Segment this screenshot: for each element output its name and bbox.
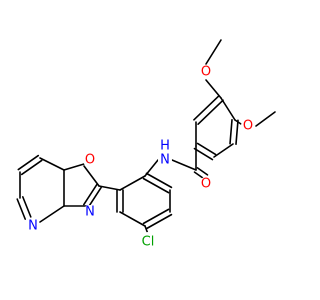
bond-aryl-oxazole <box>98 185 121 191</box>
atom-pyridine-nitrogen: N <box>26 219 40 234</box>
bond-layer <box>16 39 276 235</box>
bond-oxazole-c2-n-double <box>87 186 102 209</box>
bond-ring-middle <box>119 175 146 191</box>
bond-oxazole-c2-o <box>83 165 100 187</box>
bond-ring-middle-double <box>142 208 170 225</box>
atom-methoxy-top-oxygen: O <box>199 65 213 80</box>
bond-pyridine-double <box>20 159 43 176</box>
bond-ring-top-double <box>193 95 220 121</box>
atom-carbonyl-oxygen: O <box>199 177 213 192</box>
bond-pyridine-double <box>17 154 40 171</box>
bond-ring-top-double <box>193 147 214 161</box>
atom-methoxy-right-oxygen: O <box>241 119 255 134</box>
bond-ring-middle <box>119 211 146 227</box>
hydrogen-label: H <box>160 139 170 154</box>
oxygen-label: O <box>85 153 95 168</box>
bond-pyridine <box>39 205 65 223</box>
bond-ring-top-double <box>229 118 233 145</box>
bond-oxazole-c2-n-double <box>83 183 98 206</box>
bond-methoxy-right-methyl <box>255 111 276 127</box>
bond-oxazole-c7a-o <box>63 163 85 171</box>
bond-ring-middle-double <box>145 172 173 189</box>
bond-ring-top-double <box>235 119 239 146</box>
bond-ring-middle-double <box>142 177 170 194</box>
nitrogen-label: N <box>160 153 170 168</box>
bond-pyridine-double <box>21 196 32 218</box>
bond-carbonyl-double <box>196 167 209 176</box>
bond-methoxy-top <box>205 79 222 99</box>
nitrogen-label: N <box>85 205 95 220</box>
atom-oxazole-oxygen: O <box>83 153 97 168</box>
bond-ring-middle-double <box>145 213 173 230</box>
bond-methoxy-right <box>234 119 242 125</box>
nitrogen-label: N <box>28 219 38 234</box>
oxygen-label: O <box>201 65 211 80</box>
bond-ring-top <box>220 97 236 121</box>
chlorine-label: Cl <box>142 235 155 250</box>
molecule-diagram: O O N H O O N N Cl <box>16 39 276 252</box>
bond-pyridine-double <box>16 198 27 220</box>
oxygen-label: O <box>243 119 253 134</box>
bond-ring-top <box>213 143 234 158</box>
bond-pyridine <box>39 157 65 171</box>
atom-amide-nitrogen: N H <box>158 139 172 168</box>
molecule-structure-svg: O O N H O O N N Cl <box>16 39 276 252</box>
atom-chlorine: Cl <box>138 232 158 252</box>
oxygen-label: O <box>201 177 211 192</box>
bond-ring-top-double <box>197 99 224 125</box>
bond-methoxy-top-methyl <box>205 39 222 65</box>
bond-amide-cn <box>171 159 197 171</box>
bond-ring-top-double <box>196 142 217 156</box>
atom-oxazole-nitrogen: N <box>83 205 97 220</box>
